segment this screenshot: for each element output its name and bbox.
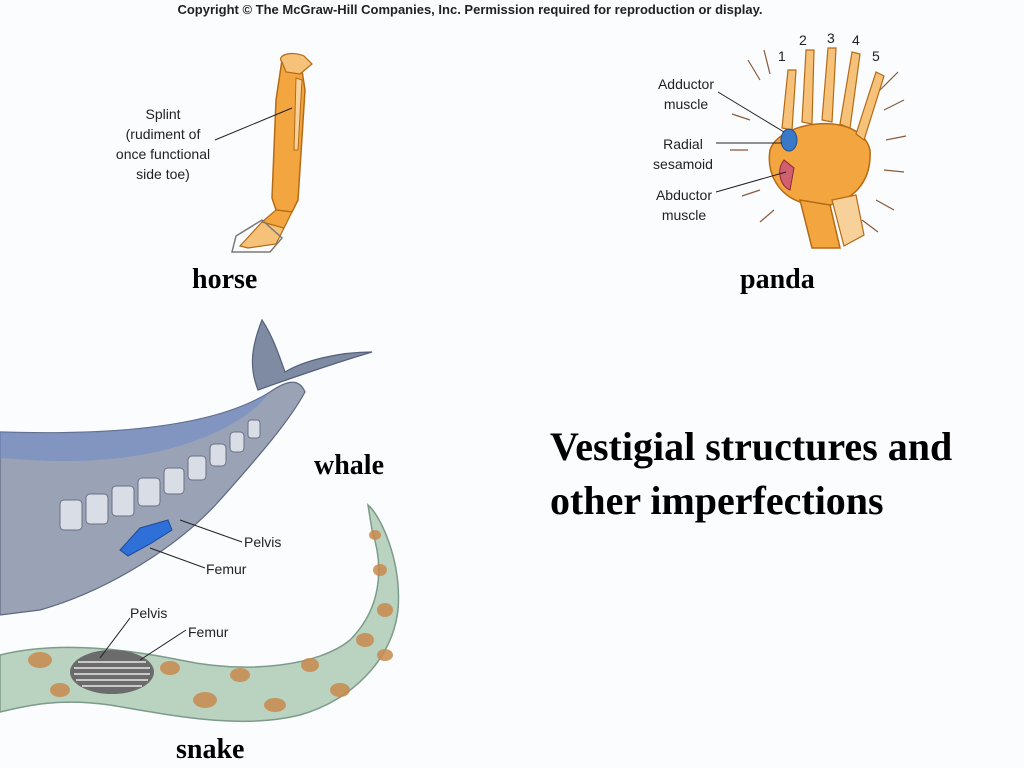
- snake-caption: snake: [176, 734, 245, 765]
- panda-digit-3: 3: [827, 30, 835, 46]
- panda-label-line: muscle: [663, 96, 709, 112]
- panda-digit-1: 1: [778, 48, 786, 64]
- snake-femur-label: Femur: [188, 624, 229, 640]
- panda-label-line: muscle: [661, 207, 707, 223]
- panda-label-line: Radial: [663, 136, 703, 152]
- whale-femur-label: Femur: [206, 561, 247, 577]
- slide-title-line-2: other imperfections: [550, 478, 884, 523]
- panda-label-line: Adductor: [657, 76, 715, 92]
- panda-label-line: Abductor: [655, 187, 713, 203]
- panda-radial-label: Radial sesamoid: [648, 134, 718, 174]
- panda-abductor-label: Abductor muscle: [648, 185, 720, 225]
- horse-label-line: once functional: [115, 146, 211, 162]
- horse-label-line: side toe): [136, 166, 190, 182]
- snake-pelvis-label: Pelvis: [130, 605, 168, 621]
- panda-label-line: sesamoid: [653, 156, 713, 172]
- horse-leg-illustration: [214, 52, 313, 253]
- panda-caption: panda: [740, 264, 815, 295]
- whale-caption: whale: [314, 450, 384, 481]
- horse-label-line: Splint: [145, 106, 181, 122]
- horse-caption: horse: [192, 264, 258, 295]
- horse-label-line: (rudiment of: [125, 126, 201, 142]
- slide-title-line-1: Vestigial structures and: [550, 424, 953, 469]
- panda-digit-5: 5: [872, 48, 880, 64]
- whale-pelvis-label: Pelvis: [244, 534, 282, 550]
- snake-illustration: [0, 503, 400, 723]
- panda-digit-2: 2: [799, 32, 807, 48]
- whale-illustration: [0, 318, 373, 616]
- copyright-notice: Copyright © The McGraw-Hill Companies, I…: [177, 2, 763, 17]
- slide-title: Vestigial structures and other imperfect…: [550, 420, 952, 528]
- horse-splint-label: Splint (rudiment of once functional side…: [100, 104, 226, 184]
- panda-paw-illustration: [715, 47, 907, 249]
- panda-digit-4: 4: [852, 32, 860, 48]
- panda-adductor-label: Adductor muscle: [650, 74, 722, 114]
